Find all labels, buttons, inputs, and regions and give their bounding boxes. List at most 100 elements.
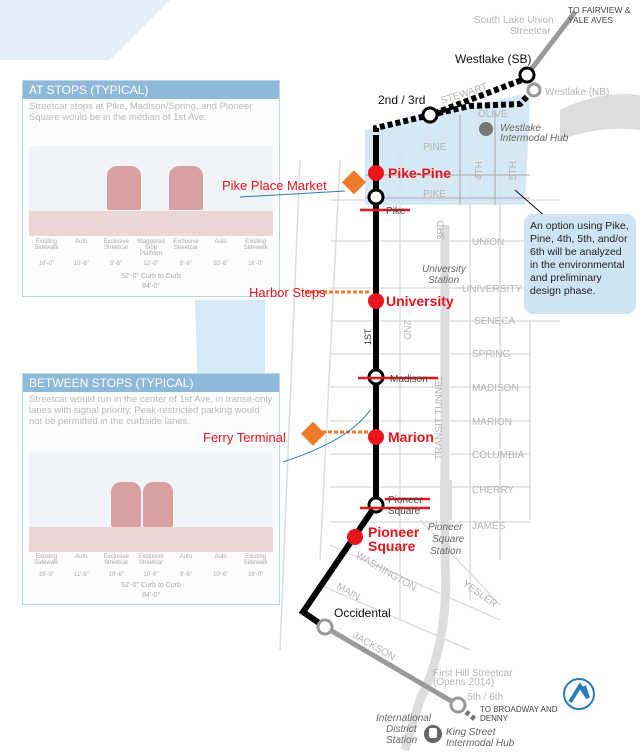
inset-at-stops: AT STOPS (TYPICAL) Streetcar stops at Pi… <box>22 80 280 297</box>
label-univ-station-1: University <box>422 264 467 275</box>
label-westlake-sb: Westlake (SB) <box>455 52 531 66</box>
street-marion: MARION <box>472 417 512 428</box>
street-university: UNIVERSITY <box>462 284 522 295</box>
label-to-fairview-1: TO FAIRVIEW & <box>568 5 631 15</box>
label-westlake-hub-2: Intermodal Hub <box>500 133 569 144</box>
label-madison-removed: Madison <box>390 374 428 385</box>
station-westlake-nb[interactable] <box>526 82 542 98</box>
label-pike-pine: Pike-Pine <box>388 165 451 181</box>
street-spring: SPRING <box>472 349 511 360</box>
streetcar-illustration <box>169 166 203 210</box>
label-univ-station-2: Station <box>428 275 460 286</box>
label-king-1: King Street <box>446 727 497 738</box>
label-pioneer-removed-1: Pioneer <box>388 495 423 506</box>
streetcar-illustration <box>143 482 173 527</box>
label-slu-1: South Lake Union <box>474 15 554 26</box>
label-pike-removed: Pike <box>386 206 406 217</box>
label-westlake-nb: Westlake (NB) <box>545 87 609 98</box>
street-pine: PINE <box>423 142 447 153</box>
inset-title: BETWEEN STOPS (TYPICAL) <box>23 374 279 392</box>
lane-widths: 16'-0"11'-6"10'-6"10'-6"9'-6"10'-6"16'-0… <box>38 572 264 578</box>
street-1st: 1ST <box>363 328 373 345</box>
street-washington: WASHINGTON <box>354 550 419 594</box>
pike-place-diamond[interactable] <box>341 170 367 195</box>
label-slu-2: Streetcar <box>510 26 551 37</box>
street-seneca: SENECA <box>474 316 515 327</box>
label-pioneer-removed-2: Square <box>388 506 421 517</box>
label-pioneer-square-1: Pioneer <box>368 524 420 540</box>
street-section-illustration <box>29 452 273 527</box>
label-pioneer-square-2: Square <box>368 538 416 554</box>
inset-title: AT STOPS (TYPICAL) <box>23 81 279 99</box>
label-intl-3: Station <box>386 735 418 746</box>
label-marion: Marion <box>388 429 434 445</box>
dashed-route-olive <box>429 87 536 118</box>
label-intl-2: District <box>386 724 418 735</box>
station-pioneer-square[interactable] <box>347 529 363 545</box>
inset-description: Streetcar would run in the center of 1st… <box>29 394 273 427</box>
street-cherry: CHERRY <box>472 485 514 496</box>
street-3rd: 3RD <box>436 220 447 240</box>
station-marion[interactable] <box>368 429 384 445</box>
label-to-broadway-2: DENNY <box>480 714 509 723</box>
station-pike-removed[interactable] <box>367 188 385 206</box>
station-occidental[interactable] <box>316 618 334 636</box>
label-to-broadway-1: TO BROADWAY AND <box>480 705 558 714</box>
label-pioneer-station-1: Pioneer <box>428 522 463 533</box>
street-5th: 5TH <box>508 161 519 180</box>
street-pike: PIKE <box>423 189 446 200</box>
study-area-callout: An option using Pike, Pine, 4th, 5th, an… <box>524 214 636 314</box>
streetcar-illustration <box>107 166 141 210</box>
lane-widths: 16'-0"10'-6"9'-6"12'-0"9'-6"10'-6"16'-0" <box>38 261 264 267</box>
label-intl-1: International <box>376 713 432 724</box>
street-james: JAMES <box>472 521 506 532</box>
label-occidental: Occidental <box>334 606 391 620</box>
label-5th-6th: 5th / 6th <box>467 692 503 703</box>
label-king-2: Intermodal Hub <box>446 738 515 749</box>
street-olive: OLIVE <box>478 109 508 120</box>
bus-icon <box>479 122 493 136</box>
transit-tunnel <box>400 225 451 752</box>
total-dimension: 84'-0" <box>142 283 160 290</box>
lane-band <box>29 211 273 236</box>
label-first-hill-2: (Opens 2014) <box>433 677 494 688</box>
inset-between-stops: BETWEEN STOPS (TYPICAL) Streetcar would … <box>22 373 280 605</box>
station-pike-pine[interactable] <box>368 165 384 181</box>
north-arrow-icon <box>563 678 595 710</box>
slu-streetcar-line <box>525 10 577 77</box>
inset-description: Streetcar stops at Pike, Madison/Spring,… <box>29 101 253 123</box>
tunnel-label: TRANSIT TUNNEL <box>434 374 445 460</box>
first-hill-streetcar-line <box>323 624 460 708</box>
streetcar-route <box>298 140 379 630</box>
street-union: UNION <box>472 237 504 248</box>
street-grid <box>279 150 560 651</box>
streetcar-illustration <box>111 482 141 527</box>
label-pioneer-station-2: Square <box>432 534 465 545</box>
station-pioneer-removed[interactable] <box>367 496 385 514</box>
water <box>0 0 170 60</box>
station-westlake-sb[interactable] <box>518 66 536 84</box>
street-madison: MADISON <box>472 383 519 394</box>
street-4th: 4TH <box>474 161 485 180</box>
station-2nd-3rd[interactable] <box>421 106 439 124</box>
curb-dimension: 52'-0" Curb to Curb <box>121 273 181 280</box>
street-section-illustration <box>29 146 273 211</box>
lane-band <box>29 527 273 552</box>
label-2nd-3rd: 2nd / 3rd <box>378 93 425 107</box>
label-to-fairview-2: YALE AVES <box>568 15 613 25</box>
curb-dimension: 52'-0" Curb to Curb <box>121 582 181 589</box>
label-university: University <box>386 293 454 309</box>
station-university[interactable] <box>368 293 384 309</box>
ferry-terminal-diamond[interactable] <box>300 421 326 446</box>
street-2nd: 2ND <box>401 320 412 340</box>
label-first-hill-1: First Hill Streetcar <box>433 668 513 679</box>
label-pioneer-station-3: Station <box>430 546 462 557</box>
total-dimension: 84'-0" <box>142 592 160 599</box>
street-main: MAIN <box>335 581 362 603</box>
station-5th-6th[interactable] <box>449 696 467 714</box>
label-westlake-hub-1: Westlake <box>500 123 541 134</box>
